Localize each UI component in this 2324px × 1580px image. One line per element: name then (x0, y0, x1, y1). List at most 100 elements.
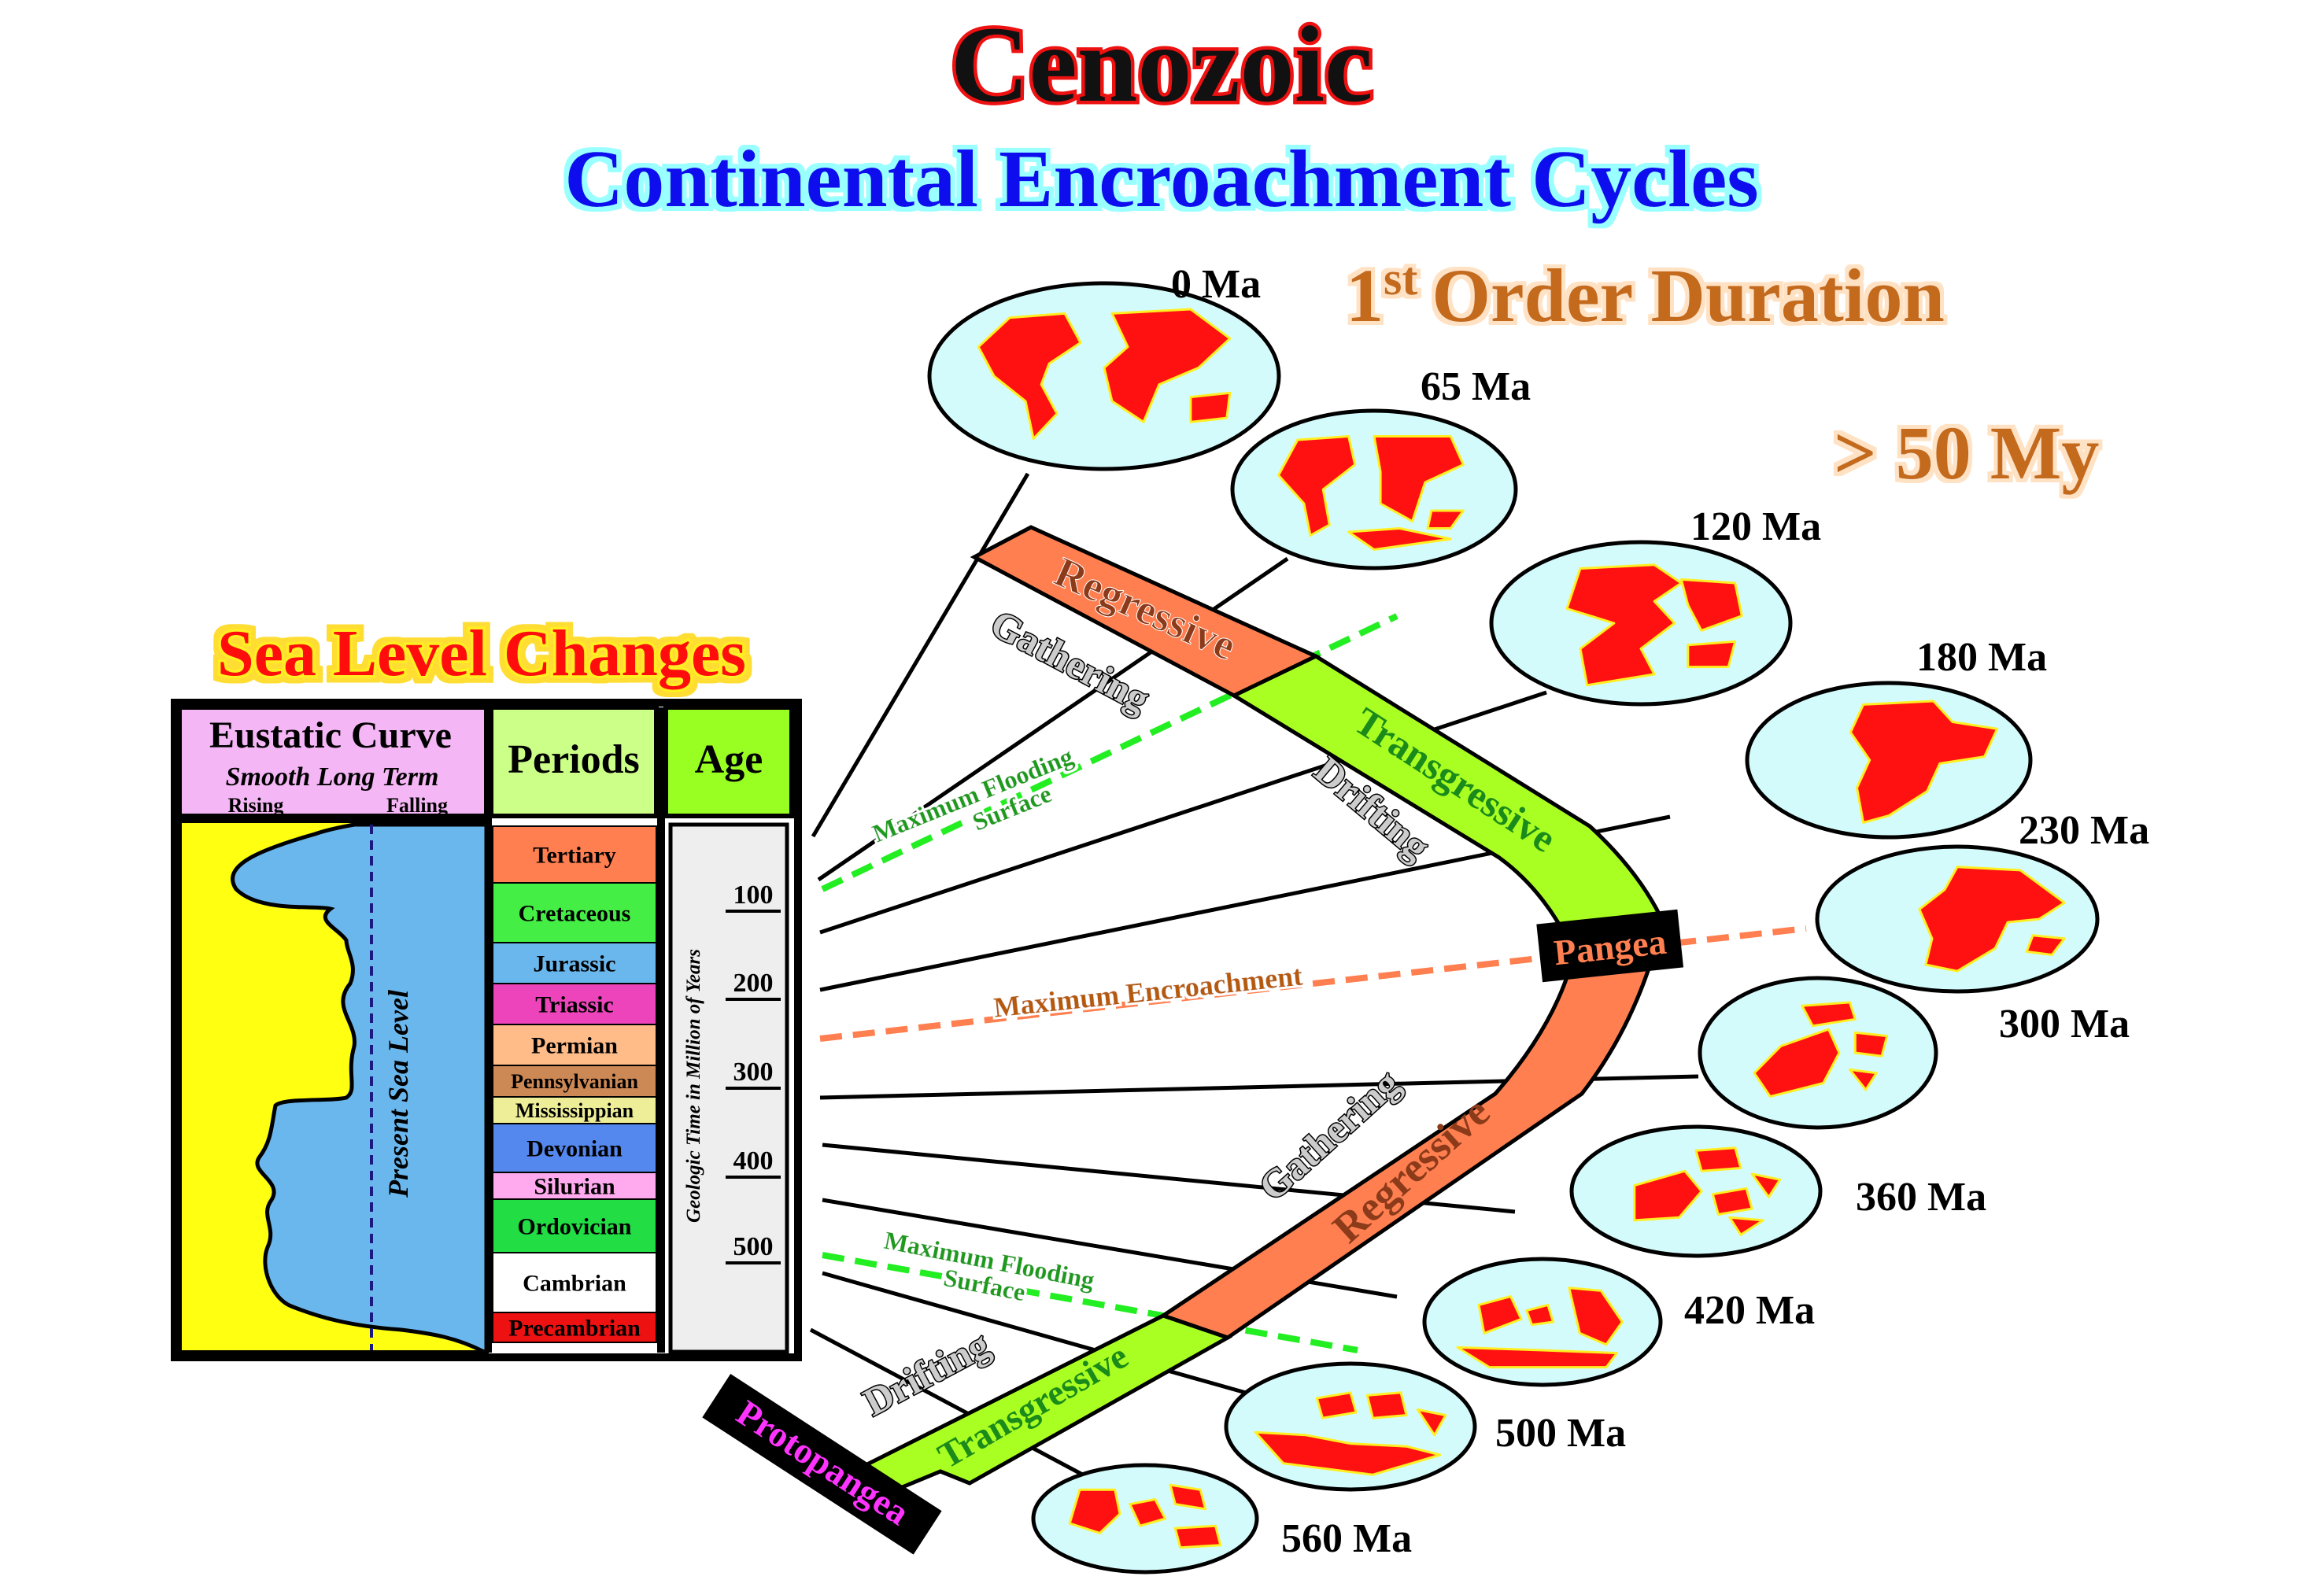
age-tick: 100 (726, 880, 781, 913)
period-swatch (492, 1198, 657, 1253)
period-swatch (492, 882, 657, 943)
globe-landmass (1728, 1216, 1764, 1236)
eustatic-header (177, 705, 489, 818)
globe-landmass (1687, 640, 1737, 669)
period-swatch (492, 1096, 657, 1124)
globe-map: 180 Ma (1745, 635, 2047, 840)
period-cell: Ordovician (492, 1198, 657, 1253)
period-label: Cretaceous (519, 901, 631, 927)
globe-landmass (1347, 527, 1452, 551)
globe-landmass (1679, 578, 1743, 632)
sea-level-heading: Sea Level Changes (217, 617, 746, 690)
age-header (663, 705, 794, 818)
eustatic-title: Eustatic Curve (209, 714, 452, 756)
globe-age-label: 120 Ma (1690, 504, 1821, 549)
globe-landmass (1753, 1028, 1841, 1098)
globe-landmass (1103, 308, 1232, 423)
age-axis-label: Geologic Time in Million of Years (683, 949, 704, 1223)
globe-landmass (1068, 1488, 1121, 1534)
age-tick-label: 100 (733, 880, 774, 910)
globe-ocean (927, 281, 1281, 471)
globe-map: 300 Ma (1698, 976, 2130, 1130)
period-swatch (492, 983, 657, 1025)
globe-map: 420 Ma (1422, 1257, 1815, 1387)
globe-age-label: 560 Ma (1281, 1516, 1412, 1561)
globe-landmass (1853, 1031, 1889, 1058)
globe-map: 500 Ma (1224, 1361, 1626, 1492)
globe-landmass (1416, 1408, 1447, 1437)
globe-landmass (1750, 1172, 1782, 1198)
globe-landmass (1568, 1287, 1624, 1346)
period-label: Devonian (527, 1136, 623, 1162)
period-cell: Precambrian (492, 1312, 657, 1343)
globe-map: 120 Ma (1489, 504, 1821, 707)
period-swatch (492, 1312, 657, 1343)
fan-line (811, 472, 1030, 838)
age-tick-label: 400 (733, 1146, 774, 1176)
period-label: Cambrian (523, 1271, 626, 1297)
globe-age-label: 0 Ma (1171, 262, 1261, 307)
globe-landmass (2025, 934, 2066, 956)
periods-title: Periods (508, 737, 640, 782)
age-tick: 500 (726, 1232, 781, 1264)
period-label: Ordovician (517, 1214, 631, 1240)
period-swatch (492, 942, 657, 984)
globe-landmass (1254, 1430, 1442, 1476)
globe-landmass (1849, 700, 1999, 824)
period-swatch (492, 1024, 657, 1066)
falling-label: Falling (386, 794, 448, 817)
fan-line (809, 1327, 1090, 1480)
period-cell: Permian (492, 1024, 657, 1066)
eustatic-subtitle: Smooth Long Term (226, 762, 439, 792)
age-tick-label: 300 (733, 1058, 774, 1087)
period-label: Precambrian (508, 1316, 641, 1342)
globe-map: 0 Ma (927, 262, 1281, 471)
eustatic-curve (231, 822, 489, 1354)
max-encroachment-label: Maximum Encroachment (992, 960, 1304, 1024)
globe-landmass (1426, 509, 1465, 530)
period-cell: Devonian (492, 1123, 657, 1173)
globe-map: 360 Ma (1569, 1124, 1986, 1258)
period-label: Pennsylvanian (511, 1070, 638, 1093)
period-cell: Silurian (492, 1172, 657, 1200)
periods-column: TertiaryCretaceousJurassicTriassicPermia… (492, 825, 657, 1343)
page-title: Cenozoic (951, 4, 1373, 124)
globe-landmass (1477, 1295, 1523, 1335)
fan-line (822, 1271, 1247, 1395)
globe-landmass (1277, 435, 1357, 537)
period-cell: Cambrian (492, 1252, 657, 1313)
period-cell: Cretaceous (492, 882, 657, 943)
globe-age-label: 420 Ma (1684, 1288, 1815, 1333)
period-swatch (492, 1172, 657, 1200)
duration-value: > 50 My (1834, 411, 2099, 495)
globe-landmass (1849, 1068, 1878, 1091)
globe-landmass (1711, 1187, 1753, 1216)
age-tick-label: 200 (733, 969, 774, 998)
globe-landmass (1456, 1346, 1618, 1369)
period-label: Triassic (535, 992, 613, 1018)
period-swatch (492, 1252, 657, 1313)
globe-landmass (1173, 1524, 1222, 1549)
mfs-lower-dashed-line (822, 1252, 1358, 1353)
globe-landmass (1169, 1483, 1207, 1511)
globe-age-label: 500 Ma (1495, 1411, 1626, 1456)
period-label: Permian (531, 1033, 618, 1059)
period-cell: Jurassic (492, 942, 657, 984)
age-tick: 400 (726, 1146, 781, 1179)
periods-header (489, 705, 659, 818)
pangea-box: Pangea (1536, 909, 1684, 983)
globe-landmass (1365, 1391, 1408, 1419)
lower-regressive-band (1158, 925, 1664, 1340)
age-tick: 200 (726, 969, 781, 1001)
period-label: Mississippian (515, 1099, 634, 1122)
period-cell: Tertiary (492, 825, 657, 884)
globe-map: 560 Ma (1031, 1463, 1412, 1574)
globe-landmass (1189, 391, 1232, 423)
globe-landmass (1801, 1001, 1857, 1028)
period-cell: Pennsylvanian (492, 1065, 657, 1098)
globe-landmass (1633, 1169, 1703, 1222)
globe-landmass (1565, 563, 1683, 687)
